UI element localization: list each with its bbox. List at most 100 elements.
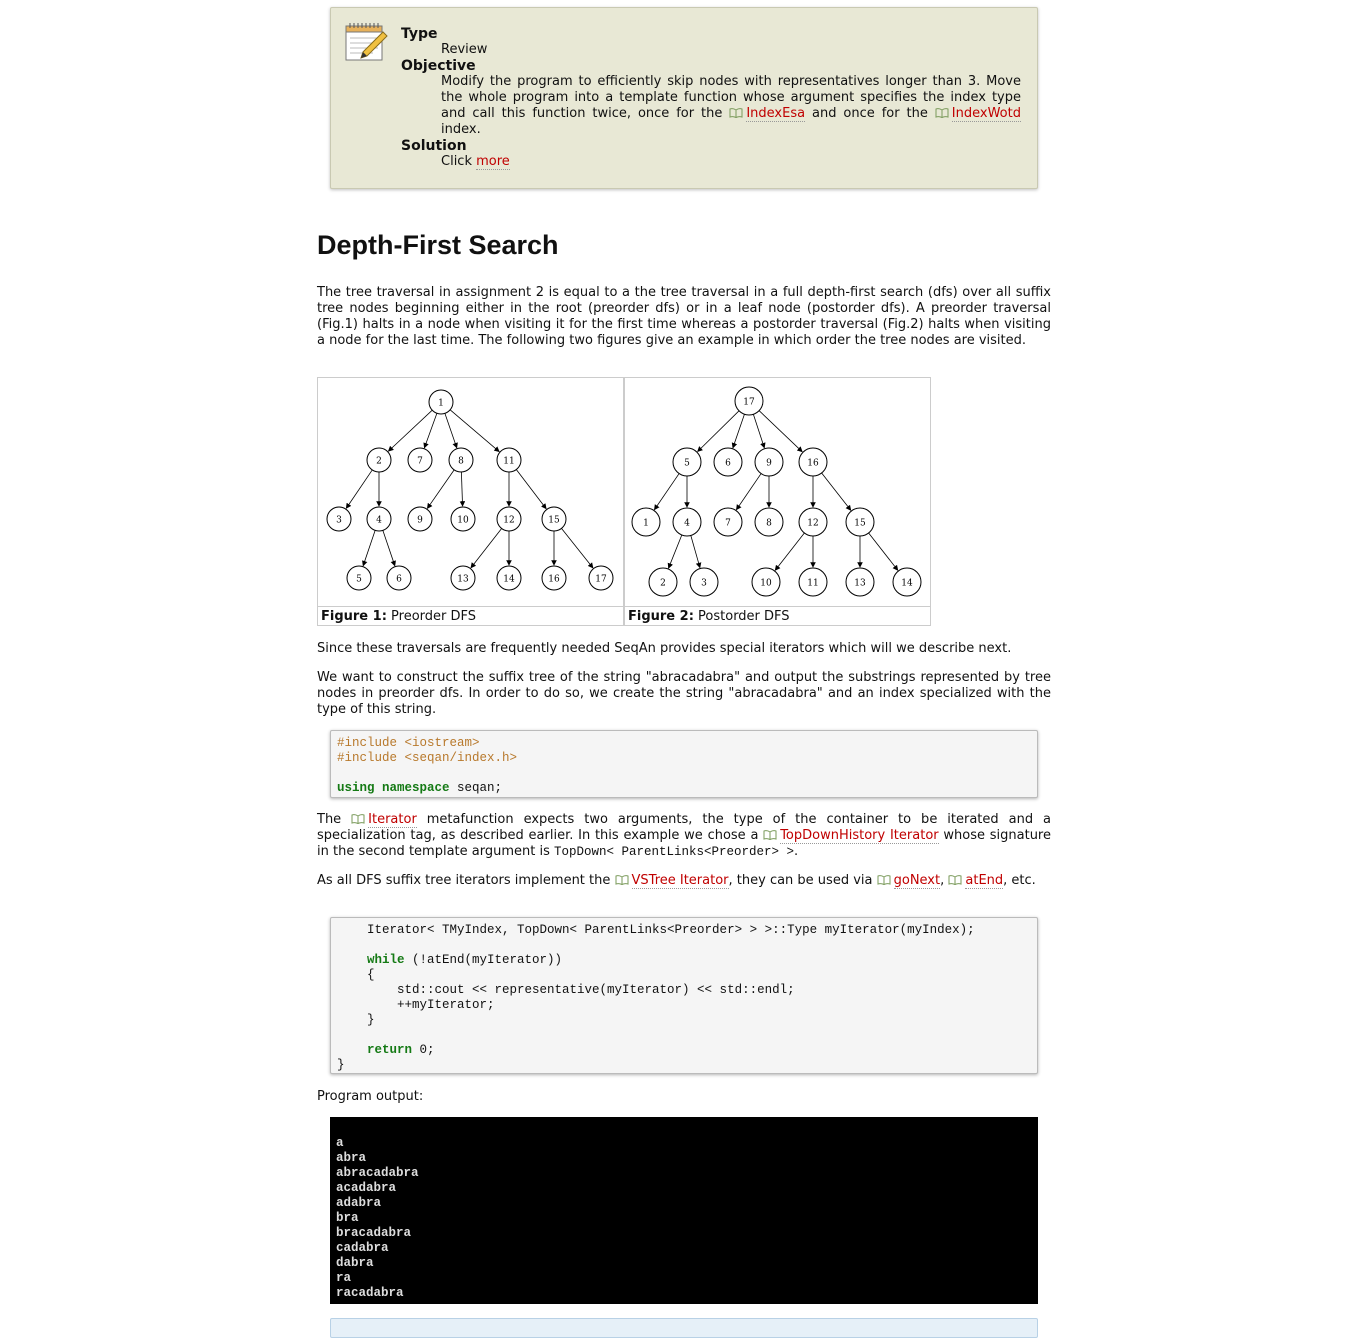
preorder-node-label: 1 xyxy=(438,399,444,409)
preorder-node-label: 9 xyxy=(417,516,423,526)
code-return-value: 0; xyxy=(412,1043,435,1057)
postorder-node xyxy=(845,507,875,537)
postorder-node-label: 4 xyxy=(684,519,690,529)
preorder-node-label: 2 xyxy=(376,457,382,467)
preorder-edge xyxy=(345,469,373,509)
book-icon xyxy=(935,108,949,118)
output-line: cadabra xyxy=(336,1241,389,1255)
postorder-node xyxy=(845,567,875,597)
atend-link[interactable]: atEnd xyxy=(965,873,1004,889)
postorder-node-label: 11 xyxy=(807,579,818,589)
postorder-node xyxy=(672,507,702,537)
program-output-label: Program output: xyxy=(317,1089,424,1104)
solution-click-text: Click xyxy=(441,154,477,169)
output-line: dabra xyxy=(336,1256,374,1270)
book-icon xyxy=(877,875,891,885)
postorder-node xyxy=(754,507,784,537)
output-line: abra xyxy=(336,1151,367,1165)
preorder-node xyxy=(541,565,567,591)
postorder-node-label: 3 xyxy=(701,579,707,589)
postorder-edge xyxy=(667,534,683,569)
type-label: Type xyxy=(401,26,438,42)
solution-label: Solution xyxy=(401,138,467,154)
figure-1-caption-text: Preorder DFS xyxy=(386,609,477,624)
preorder-node xyxy=(326,506,352,532)
postorder-node-label: 10 xyxy=(760,579,772,589)
postorder-node-label: 13 xyxy=(854,579,866,589)
figure-2-caption-label: Figure 2: xyxy=(628,609,694,624)
postorder-node xyxy=(798,447,828,477)
indexesa-link[interactable]: IndexEsa xyxy=(746,106,806,122)
postorder-node xyxy=(672,447,702,477)
postorder-node-label: 17 xyxy=(743,398,755,408)
vstree-text-1: As all DFS suffix tree iterators impleme… xyxy=(317,873,615,888)
preorder-node-label: 5 xyxy=(356,575,362,585)
postorder-edge xyxy=(774,532,805,571)
code-line-while: while (!atEnd(myIterator)) xyxy=(337,953,1031,968)
output-line: bra xyxy=(336,1211,359,1225)
postorder-node-label: 5 xyxy=(684,459,690,469)
code-line-close-brace: } xyxy=(337,1013,375,1027)
code-line-iterator-decl: Iterator< TMyIndex, TopDown< ParentLinks… xyxy=(337,923,975,937)
code-line-return: return 0; xyxy=(337,1043,1031,1058)
metafunction-text-3: whose signature in the second template a… xyxy=(317,828,1051,859)
solution-text: Click more xyxy=(441,154,1021,170)
postorder-node xyxy=(631,507,661,537)
section-heading: Depth-First Search xyxy=(317,230,559,260)
preorder-node-label: 14 xyxy=(503,575,515,585)
metafunction-text-4: . xyxy=(794,844,799,859)
solution-more-link[interactable]: more xyxy=(476,154,510,170)
book-icon xyxy=(729,108,743,118)
preorder-node xyxy=(428,389,454,415)
indexwotd-link[interactable]: IndexWotd xyxy=(951,106,1021,122)
code-line-increment: ++myIterator; xyxy=(337,998,495,1012)
preorder-node-label: 12 xyxy=(503,516,514,526)
postorder-node xyxy=(713,507,743,537)
postorder-node-label: 1 xyxy=(643,519,649,529)
figure-1-caption: Figure 1: Preorder DFS xyxy=(318,606,623,625)
preorder-node-label: 15 xyxy=(548,516,560,526)
preorder-edge xyxy=(449,409,500,453)
intro-paragraph: The tree traversal in assignment 2 is eq… xyxy=(317,285,1051,348)
preorder-edge xyxy=(382,530,396,567)
output-line: bracadabra xyxy=(336,1226,412,1240)
info-box xyxy=(330,1318,1038,1338)
figure-1-caption-label: Figure 1: xyxy=(321,609,387,624)
metafunction-text-2: metafunction expects two arguments, the … xyxy=(317,812,1052,843)
figure-2-caption-text: Postorder DFS xyxy=(693,609,790,624)
preorder-edge xyxy=(459,471,466,507)
iterator-link[interactable]: Iterator xyxy=(368,812,417,828)
objective-label: Objective xyxy=(401,58,476,74)
output-line: racadabra xyxy=(336,1286,404,1300)
preorder-node xyxy=(496,506,522,532)
topdownhistory-iterator-link[interactable]: TopDownHistory Iterator xyxy=(780,828,939,844)
preorder-node xyxy=(450,565,476,591)
preorder-node-label: 10 xyxy=(457,516,469,526)
vstree-iterator-link[interactable]: VSTree Iterator xyxy=(631,873,729,889)
notepad-pencil-icon xyxy=(345,23,388,61)
code-keyword-while: while xyxy=(367,953,405,967)
preorder-node xyxy=(386,565,412,591)
preorder-node-label: 3 xyxy=(336,516,342,526)
postorder-node xyxy=(751,567,781,597)
code-line-blank xyxy=(337,766,1031,781)
postorder-edge xyxy=(758,410,803,453)
metafunction-paragraph: The Iterator metafunction expects two ar… xyxy=(317,812,1051,860)
preorder-node-label: 7 xyxy=(417,457,423,467)
preorder-node xyxy=(588,565,614,591)
preorder-node-label: 17 xyxy=(595,575,607,585)
figure-2-caption: Figure 2: Postorder DFS xyxy=(625,606,930,625)
preorder-node xyxy=(541,506,567,532)
code-line-blank xyxy=(337,1028,1031,1043)
code-line-include-index: #include <seqan/index.h> xyxy=(337,751,518,765)
postorder-node-label: 6 xyxy=(725,459,731,469)
output-line: ra xyxy=(336,1271,352,1285)
preorder-node xyxy=(496,565,522,591)
vstree-text-3: , xyxy=(940,873,949,888)
gonext-link[interactable]: goNext xyxy=(893,873,941,889)
postorder-node xyxy=(754,447,784,477)
